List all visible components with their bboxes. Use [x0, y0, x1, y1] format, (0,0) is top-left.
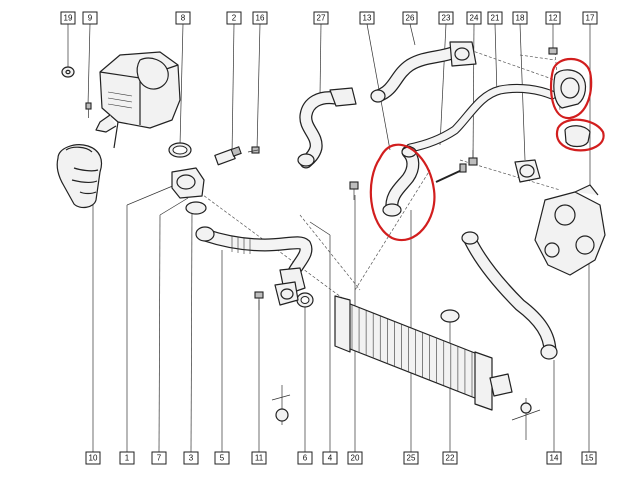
highlight-elbow-17 — [549, 57, 593, 120]
label-23: 23 — [438, 11, 454, 25]
label-14: 14 — [546, 451, 562, 465]
part-intercooler — [334, 295, 513, 411]
svg-text:27: 27 — [317, 14, 326, 23]
part-hose-26 — [370, 41, 477, 103]
label-20: 20 — [347, 451, 363, 465]
label-7: 7 — [151, 451, 167, 465]
svg-text:9: 9 — [88, 14, 93, 23]
svg-text:15: 15 — [585, 454, 594, 463]
label-13: 13 — [359, 11, 375, 25]
part-connector-1 — [171, 167, 205, 199]
part-air-filter-housing — [95, 51, 181, 149]
svg-text:6: 6 — [303, 454, 308, 463]
label-22: 22 — [442, 451, 458, 465]
svg-text:12: 12 — [549, 14, 558, 23]
svg-text:3: 3 — [189, 454, 194, 463]
svg-text:24: 24 — [470, 14, 479, 23]
svg-text:17: 17 — [586, 14, 595, 23]
label-17: 17 — [582, 11, 598, 25]
part-pipe-13 — [405, 83, 557, 153]
part-bracket-11-detail — [271, 385, 291, 425]
svg-text:14: 14 — [550, 454, 559, 463]
part-clamp-22 — [440, 309, 460, 323]
part-air-duct-10 — [56, 144, 103, 209]
svg-text:23: 23 — [442, 14, 451, 23]
part-bolt-20 — [349, 181, 359, 200]
label-9: 9 — [82, 11, 98, 25]
label-2: 2 — [226, 11, 242, 25]
svg-text:21: 21 — [491, 14, 500, 23]
label-21: 21 — [487, 11, 503, 25]
part-clamp-7 — [185, 201, 207, 215]
label-18: 18 — [512, 11, 528, 25]
labels-bottom: 10 1 7 3 5 11 6 4 20 25 22 14 15 — [85, 451, 597, 465]
part-hose-25 — [382, 145, 420, 217]
label-27: 27 — [313, 11, 329, 25]
label-12: 12 — [545, 11, 561, 25]
svg-text:1: 1 — [125, 454, 130, 463]
part-hose-14 — [461, 231, 558, 360]
svg-text:13: 13 — [363, 14, 372, 23]
highlight-hose-25 — [369, 143, 436, 241]
part-hose-27 — [297, 87, 357, 169]
label-10: 10 — [85, 451, 101, 465]
label-16: 16 — [252, 11, 268, 25]
svg-text:5: 5 — [220, 454, 225, 463]
svg-text:11: 11 — [255, 454, 264, 463]
label-11: 11 — [251, 451, 267, 465]
part-turbo-15 — [534, 184, 606, 276]
part-sensor-2 — [214, 146, 242, 166]
label-15: 15 — [581, 451, 597, 465]
part-clamp-18 — [564, 125, 591, 148]
label-5: 5 — [214, 451, 230, 465]
part-elbow-17 — [553, 69, 587, 109]
svg-text:25: 25 — [407, 454, 416, 463]
label-4: 4 — [322, 451, 338, 465]
label-19: 19 — [60, 11, 76, 25]
part-bolt-24 — [468, 150, 478, 166]
svg-text:16: 16 — [256, 14, 265, 23]
label-3: 3 — [183, 451, 199, 465]
label-26: 26 — [402, 11, 418, 25]
part-rod-23 — [435, 163, 467, 183]
label-24: 24 — [466, 11, 482, 25]
part-bolt-11 — [254, 291, 264, 310]
part-bracket-14-detail — [511, 398, 541, 440]
part-throttle-flange — [274, 281, 299, 306]
highlight-clamp-18 — [555, 118, 605, 152]
svg-text:18: 18 — [516, 14, 525, 23]
svg-text:26: 26 — [406, 14, 415, 23]
svg-text:8: 8 — [181, 14, 186, 23]
svg-text:22: 22 — [446, 454, 455, 463]
leader-lines — [67, 23, 591, 453]
svg-text:20: 20 — [351, 454, 360, 463]
svg-text:19: 19 — [64, 14, 73, 23]
part-washer-19 — [61, 66, 75, 78]
part-connector-21 — [514, 159, 541, 183]
labels-top: 19 9 8 2 16 27 13 26 23 24 21 18 12 17 — [60, 11, 598, 25]
svg-text:7: 7 — [157, 454, 162, 463]
label-1: 1 — [119, 451, 135, 465]
part-screw-16 — [247, 146, 260, 154]
highlight-marks — [369, 57, 605, 241]
svg-text:4: 4 — [328, 454, 333, 463]
label-6: 6 — [297, 451, 313, 465]
svg-text:10: 10 — [89, 454, 98, 463]
label-25: 25 — [403, 451, 419, 465]
part-o-ring-8 — [168, 142, 192, 158]
label-8: 8 — [175, 11, 191, 25]
svg-text:2: 2 — [232, 14, 237, 23]
part-bolt-12 — [548, 47, 558, 55]
part-bolt-9 — [85, 102, 92, 118]
part-seal-6 — [296, 292, 314, 308]
